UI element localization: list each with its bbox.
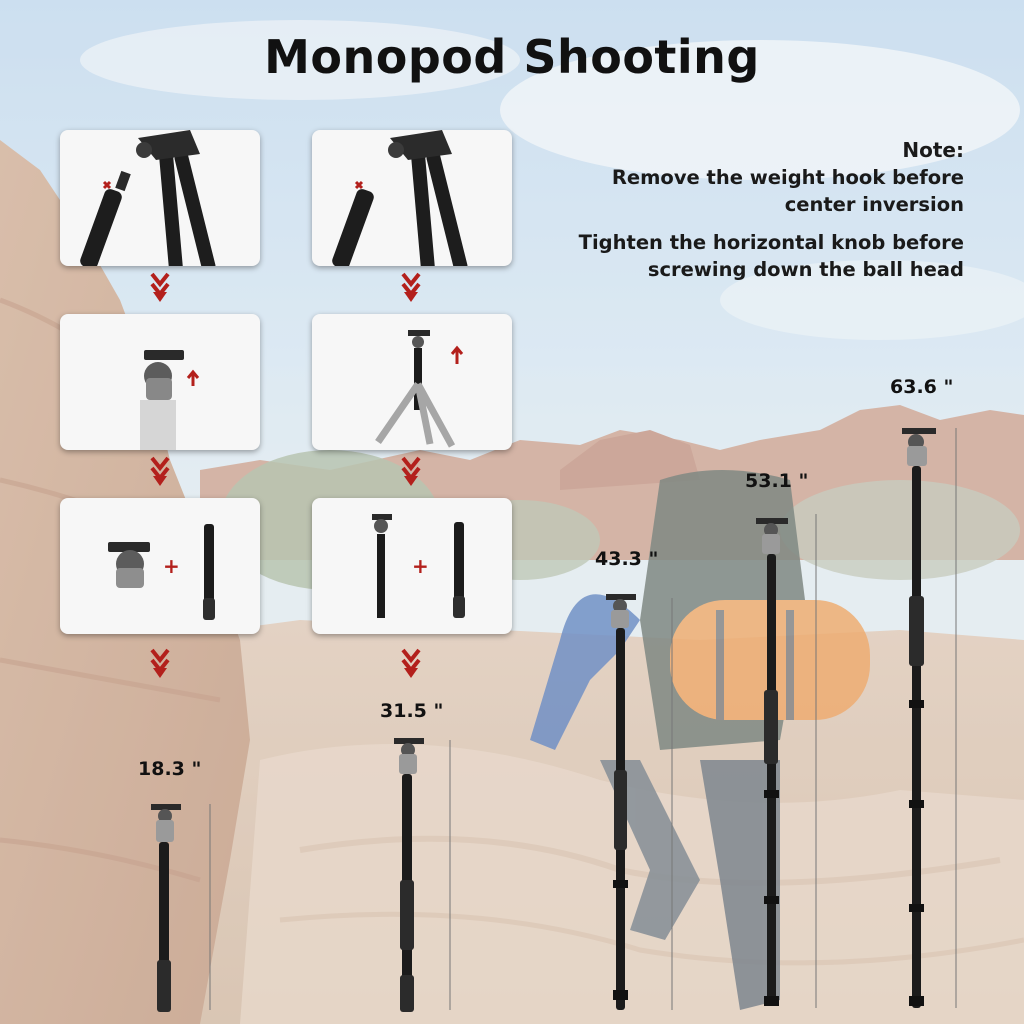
height-label-53-1: 53.1 ": [745, 470, 809, 492]
height-label-31-5: 31.5 ": [380, 700, 444, 722]
height-label-43-3: 43.3 ": [595, 548, 659, 570]
plus-sign: +: [412, 554, 429, 578]
down-arrow-icon: [401, 456, 421, 486]
down-arrow-icon: [150, 456, 170, 486]
note-line-1a: Remove the weight hook before: [611, 166, 964, 189]
monopod-43-3: [606, 594, 673, 1010]
step-card-remove-column-left: [60, 130, 260, 266]
inverted-column-tripod-illustration: [375, 330, 464, 448]
step-card-remove-column-right: [312, 130, 512, 266]
down-arrow-icon: [150, 648, 170, 678]
step-card-ballhead-column-left: [60, 314, 260, 450]
monopod-53-1: [756, 514, 817, 1008]
ball-head-illustration: [140, 350, 200, 450]
note-line-1b: center inversion: [784, 193, 964, 216]
page-title: Monopod Shooting: [264, 30, 760, 84]
down-arrow-icon: [401, 648, 421, 678]
monopod-31-5: [394, 738, 451, 1012]
note-line-2a: Tighten the horizontal knob before: [578, 231, 964, 254]
ball-head-plus-monopod-illustration: [108, 524, 215, 620]
height-label-63-6: 63.6 ": [890, 376, 954, 398]
plus-sign: +: [163, 554, 180, 578]
step-card-parts-column-left: +: [60, 498, 260, 634]
note-line-2b: screwing down the ball head: [647, 258, 964, 281]
tripod-top-illustration: [332, 130, 468, 266]
note-heading: Note:: [902, 138, 964, 162]
column-plus-monopod-illustration: [372, 514, 465, 618]
height-label-18-3: 18.3 ": [138, 758, 202, 780]
step-card-invert-column-right: [312, 314, 512, 450]
down-arrow-icon: [401, 272, 421, 302]
step-card-parts-column-right: +: [312, 498, 512, 634]
monopod-18-3: [151, 804, 211, 1012]
down-arrow-icon: [150, 272, 170, 302]
monopod-63-6: [902, 428, 957, 1008]
tripod-top-illustration: [80, 130, 216, 266]
